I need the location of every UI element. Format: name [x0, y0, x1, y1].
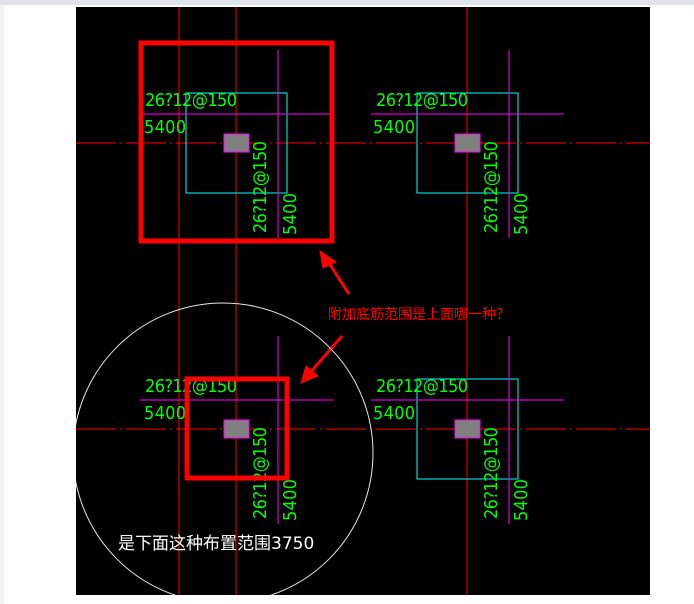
dimension-label-h: 5400	[373, 403, 415, 424]
dimension-label-v: 5400	[280, 479, 301, 521]
markup-box-large	[138, 40, 335, 244]
window-left-edge	[0, 5, 4, 604]
dimension-label-h: 5400	[144, 403, 186, 424]
arrow-icon	[300, 335, 344, 384]
rebar-label-v: 26?12@150	[481, 141, 502, 233]
rebar-label-h: 26?12@150	[376, 90, 468, 111]
circle-annotation: 是下面这种布置范围3750	[118, 534, 314, 554]
footing-outline	[416, 92, 519, 194]
dimension-label-h: 5400	[144, 117, 186, 138]
footing-outline	[416, 378, 519, 480]
dimension-label-v: 5400	[280, 193, 301, 235]
question-annotation: 附加底筋范围是上面哪一种？	[328, 306, 510, 323]
column	[454, 419, 481, 439]
dimension-label-h: 5400	[373, 117, 415, 138]
dimension-label-v: 5400	[511, 479, 532, 521]
dimension-label-v: 5400	[511, 193, 532, 235]
column	[223, 133, 250, 153]
footing-outline	[185, 92, 288, 194]
footing-bottom-left: 26?12@150 5400 26?12@150 5400	[140, 336, 333, 524]
rebar-label-v: 26?12@150	[250, 141, 271, 233]
markup-box-small	[184, 376, 290, 481]
rebar-label-h: 26?12@150	[376, 376, 468, 397]
arrow-icon	[319, 249, 351, 295]
rebar-label-v: 26?12@150	[481, 427, 502, 519]
column	[223, 419, 250, 439]
rebar-label-v: 26?12@150	[250, 427, 271, 519]
column	[454, 133, 481, 153]
footing-top-right: 26?12@150 5400 26?12@150 5400	[371, 50, 564, 238]
drawing-canvas	[76, 7, 650, 595]
rebar-label-h: 26?12@150	[145, 90, 237, 111]
highlight-circle	[76, 302, 374, 595]
axis-grid	[76, 7, 650, 595]
footing-top-left: 26?12@150 5400 26?12@150 5400	[143, 50, 331, 238]
footing-bottom-right: 26?12@150 5400 26?12@150 5400	[371, 336, 564, 524]
window-top-bar	[0, 0, 694, 5]
